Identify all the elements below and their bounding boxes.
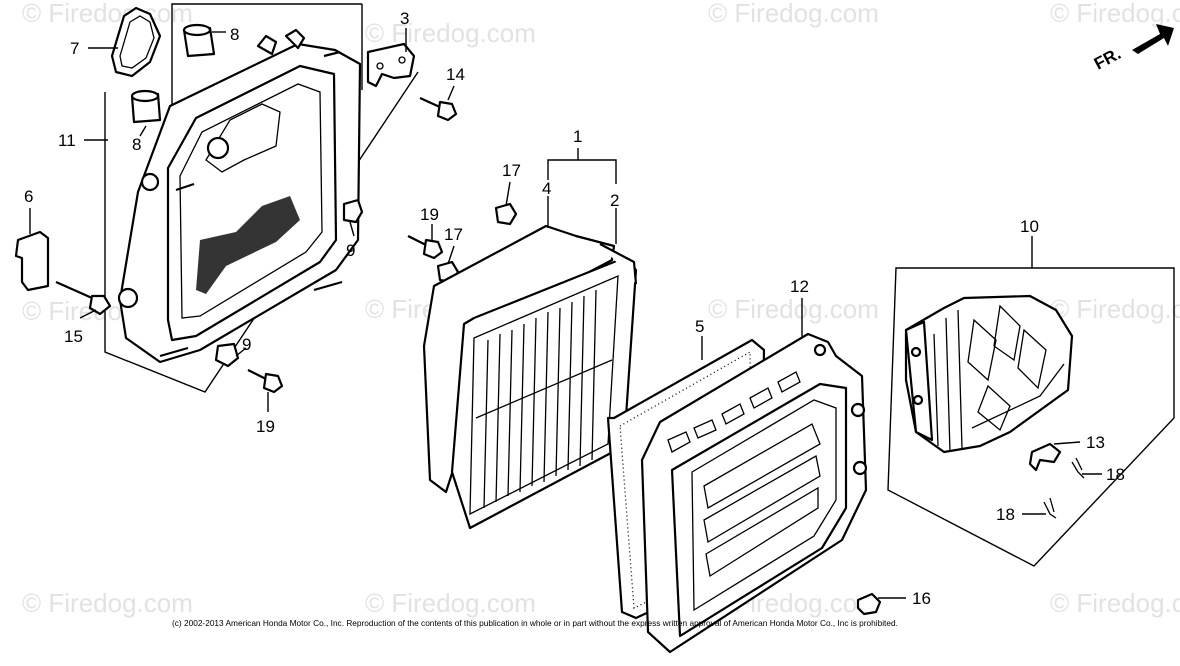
callout-17: 17 <box>502 161 521 180</box>
callout-8: 8 <box>230 25 239 44</box>
callout-4: 4 <box>542 179 551 198</box>
part-17-nut <box>494 202 518 226</box>
watermark: © Firedog.com <box>365 18 536 48</box>
callout-14: 14 <box>446 65 465 84</box>
part-9-nut <box>214 342 240 368</box>
part-10-intake-duct <box>904 294 1074 454</box>
part-15-bolt <box>55 280 112 316</box>
callout-17: 17 <box>444 225 463 244</box>
part-3-bracket <box>366 42 416 88</box>
callout-16: 16 <box>912 589 931 608</box>
callout-2: 2 <box>610 191 619 210</box>
watermark: © Firedog.com <box>708 294 879 324</box>
part-7-gasket <box>110 6 162 78</box>
copyright-notice: (c) 2002-2013 American Honda Motor Co., … <box>172 618 898 628</box>
callout-7: 7 <box>70 39 79 58</box>
front-direction-indicator: FR. <box>1091 24 1174 74</box>
callout-1: 1 <box>573 127 582 146</box>
part-13-clip <box>1028 442 1062 472</box>
part-14-bolt <box>419 96 458 122</box>
watermark: © Firedog.com <box>708 0 879 28</box>
watermark: © Firedog.com <box>1050 294 1180 324</box>
part-19-bolt <box>247 369 284 394</box>
part-16-clip <box>856 592 882 616</box>
watermark: © Firedog.com <box>365 588 536 618</box>
callout-9: 9 <box>346 241 355 260</box>
part-11-air-cleaner-case <box>117 28 362 364</box>
watermark: © Firedog.com <box>1050 588 1180 618</box>
callout-3: 3 <box>400 9 409 28</box>
leader-lines <box>29 28 1102 599</box>
callout-8: 8 <box>132 135 141 154</box>
part-6-clip <box>14 230 50 292</box>
watermark: © Firedog.com <box>1050 0 1180 28</box>
bracket-10 <box>887 236 1175 567</box>
callout-10: 10 <box>1020 217 1039 236</box>
callout-12: 12 <box>790 277 809 296</box>
part-12-air-cleaner-cover <box>640 332 868 654</box>
callout-6: 6 <box>24 187 33 206</box>
part-18-pin <box>1043 497 1057 519</box>
watermark: © Firedog.com <box>22 0 193 28</box>
callout-5: 5 <box>695 317 704 336</box>
part-9-nut <box>342 198 364 224</box>
callout-18: 18 <box>996 505 1015 524</box>
callout-19: 19 <box>420 205 439 224</box>
part-1-filter-element <box>422 224 638 530</box>
callout-15: 15 <box>64 327 83 346</box>
callout-13: 13 <box>1086 433 1105 452</box>
callout-19: 19 <box>256 417 275 436</box>
front-label: FR. <box>1091 44 1124 74</box>
front-arrow-icon <box>1132 24 1174 54</box>
callout-9: 9 <box>242 335 251 354</box>
part-19-bolt <box>407 235 444 260</box>
part-18-pin <box>1071 457 1085 479</box>
callout-11: 11 <box>58 131 76 150</box>
callout-18: 18 <box>1106 465 1125 484</box>
callouts: 7 8 8 11 3 14 6 15 9 9 19 19 17 17 1 4 2… <box>24 9 1125 608</box>
part-8-grommets <box>130 23 216 124</box>
watermark: © Firedog.com <box>22 588 193 618</box>
